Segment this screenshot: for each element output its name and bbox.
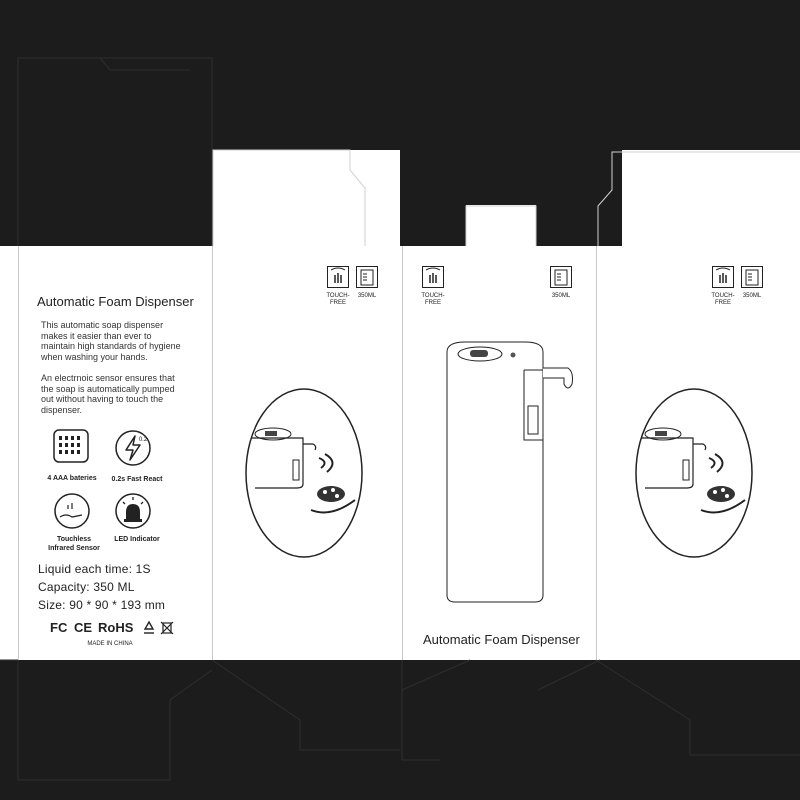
touch-free-label: TOUCH- FREE [711, 293, 735, 306]
feature-led-label: LED Indicator [114, 536, 160, 543]
led-indicator-icon [115, 493, 151, 529]
side-panel-paragraph-2: An electrnoic sensor ensures that the so… [41, 373, 175, 415]
feature-react-label: 0.2s Fast React [111, 476, 163, 483]
rohs-mark: RoHS [98, 620, 134, 635]
lightning-icon [115, 430, 151, 466]
capacity-label: 350ML [551, 293, 571, 299]
touchless-sensor-icon [54, 493, 90, 529]
spec-capacity: Capacity: 350 ML [38, 580, 135, 594]
top-flap-center-tab [466, 205, 536, 246]
side-panel-title: Automatic Foam Dispenser [37, 294, 194, 309]
capacity-icon [550, 266, 572, 288]
dispenser-product-drawing [446, 341, 573, 603]
front-panel-title: Automatic Foam Dispenser [423, 632, 580, 647]
fold-line-1 [18, 246, 19, 660]
fold-line-4 [596, 246, 597, 660]
spec-size: Size: 90 * 90 * 193 mm [38, 598, 166, 612]
touch-free-icon [422, 266, 444, 288]
fold-line-3 [402, 246, 403, 660]
spec-liquid: Liquid each time: 1S [38, 562, 151, 576]
made-in-label: MADE IN CHINA [87, 641, 133, 647]
ce-mark: CE [74, 620, 93, 635]
capacity-label: 350ML [357, 293, 377, 299]
touch-free-icon [327, 266, 349, 288]
dispenser-usage-illustration [245, 388, 363, 558]
lightning-badge: 0.2 [138, 437, 148, 443]
top-flap-left [213, 150, 400, 246]
capacity-label: 350ML [742, 293, 762, 299]
weee-bin-icon [160, 621, 174, 635]
touch-free-icon [712, 266, 734, 288]
capacity-icon [356, 266, 378, 288]
fold-line-2 [212, 246, 213, 660]
feature-battery-label: 4 AAA bateries [47, 475, 97, 482]
top-flap-right [622, 150, 800, 246]
battery-grid-icon [53, 429, 89, 463]
feature-sensor-label: Touchless Infrared Sensor [48, 536, 100, 552]
recycle-icon [143, 620, 155, 634]
touch-free-label: TOUCH- FREE [326, 293, 350, 306]
side-panel-paragraph-1: This automatic soap dispenser makes it e… [41, 320, 181, 362]
touch-free-label: TOUCH- FREE [421, 293, 445, 306]
capacity-icon [741, 266, 763, 288]
fc-mark: FC [50, 620, 68, 635]
dispenser-usage-illustration [635, 388, 753, 558]
